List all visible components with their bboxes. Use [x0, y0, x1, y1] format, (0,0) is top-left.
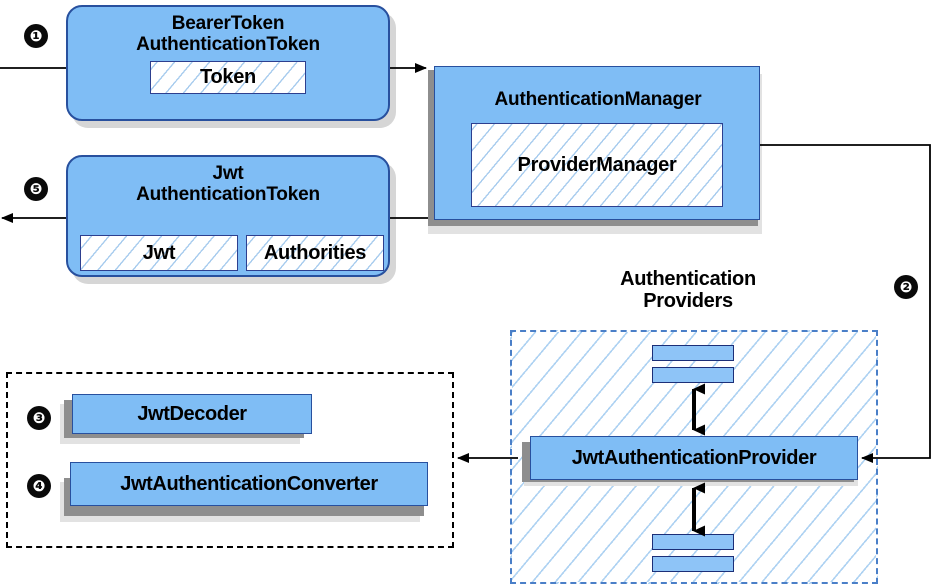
step-badge-2: ❷ — [894, 275, 918, 299]
authentication-manager-node[interactable]: AuthenticationManager ProviderManager — [434, 66, 760, 220]
jwt-authentication-converter-node[interactable]: JwtAuthenticationConverter — [70, 462, 428, 506]
provider-manager-box: ProviderManager — [471, 123, 723, 207]
provider-glyph-bottom-bar-2 — [652, 556, 734, 572]
step-badge-4: ❹ — [27, 474, 51, 498]
provider-manager-label: ProviderManager — [517, 153, 677, 176]
bearer-token-inner-token-box: Token — [150, 61, 306, 95]
jwt-inner-jwt-box: Jwt — [80, 235, 238, 271]
provider-glyph-top-bar-1 — [652, 345, 734, 361]
bearer-token-title: BearerToken AuthenticationToken — [136, 13, 320, 55]
jwt-decoder-label: JwtDecoder — [137, 402, 247, 425]
authentication-providers-caption: Authentication Providers — [620, 268, 756, 313]
jwt-authentication-token-node[interactable]: Jwt AuthenticationToken Jwt Authorities — [66, 155, 390, 277]
jwt-authentication-token-inner-row: Jwt Authorities — [80, 235, 384, 271]
authentication-manager-title: AuthenticationManager — [494, 89, 702, 110]
provider-glyph-top-bar-2 — [652, 367, 734, 383]
provider-glyph-bottom-bar-1 — [652, 534, 734, 550]
jwt-authentication-provider-label: JwtAuthenticationProvider — [571, 446, 817, 469]
jwt-authentication-token-title: Jwt AuthenticationToken — [136, 163, 320, 205]
jwt-authentication-converter-label: JwtAuthenticationConverter — [120, 472, 378, 495]
jwt-inner-authorities-label: Authorities — [263, 241, 367, 264]
jwt-inner-jwt-label: Jwt — [142, 241, 176, 264]
bearer-token-inner-label: Token — [200, 66, 256, 89]
jwt-support-components-group — [6, 372, 454, 548]
step-badge-1: ❶ — [24, 24, 48, 48]
jwt-authentication-provider-node[interactable]: JwtAuthenticationProvider — [530, 436, 858, 480]
jwt-inner-authorities-box: Authorities — [246, 235, 384, 271]
jwt-decoder-node[interactable]: JwtDecoder — [72, 394, 312, 434]
step-badge-5: ❺ — [24, 177, 48, 201]
bearer-token-authentication-token-node[interactable]: BearerToken AuthenticationToken Token — [66, 5, 390, 121]
step-badge-3: ❸ — [27, 406, 51, 430]
